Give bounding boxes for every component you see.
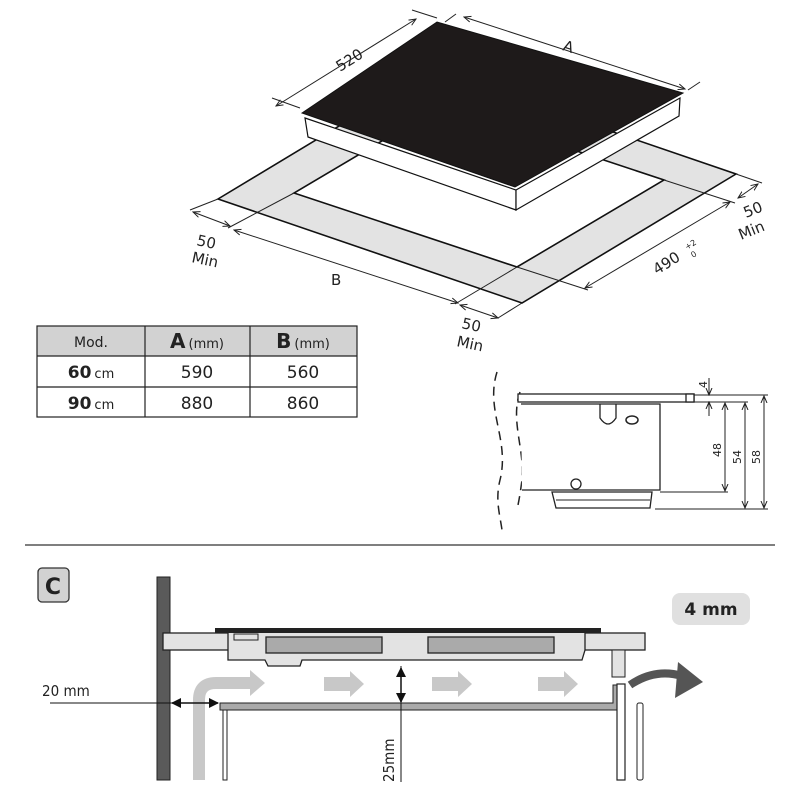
table-row-90-a: 880 xyxy=(181,394,213,414)
side-section-detail xyxy=(492,371,768,531)
dimension-lines xyxy=(189,9,763,318)
dim-body-label: 48 xyxy=(711,443,724,457)
dim-tolerance-plus: +2 xyxy=(683,238,698,252)
installation-section xyxy=(50,576,703,782)
clearance-right-value: 50 xyxy=(741,198,765,222)
dim-cutout-depth-label: 490 xyxy=(650,248,684,278)
clearance-left-label: Min xyxy=(190,248,220,271)
table-header-b: B(mm) xyxy=(276,329,330,353)
dim-tolerance-minus: 0 xyxy=(689,249,698,259)
dim-glass-label: 4 xyxy=(697,381,710,388)
air-gap-label: 25mm xyxy=(380,739,398,782)
dim-depth-label: 520 xyxy=(333,45,367,75)
clearance-front-label: Min xyxy=(455,332,485,355)
dim-width-label: A xyxy=(561,37,577,58)
gap-label: 4 mm xyxy=(684,600,737,620)
table-header-a: A(mm) xyxy=(170,329,224,353)
table-row-60-b: 560 xyxy=(287,363,319,383)
table-row-60-a: 590 xyxy=(181,363,213,383)
wall-gap-label: 20 mm xyxy=(42,682,90,700)
clearance-left-value: 50 xyxy=(195,231,217,253)
section-c-badge xyxy=(37,567,70,603)
clearance-front-value: 50 xyxy=(460,314,482,336)
section-c-badge-label: C xyxy=(45,575,61,600)
clearance-right-label: Min xyxy=(736,217,767,244)
dim-total-label: 58 xyxy=(750,450,763,464)
table-header-mod: Mod. xyxy=(74,335,108,351)
dim-mid-label: 54 xyxy=(731,450,744,464)
gap-badge xyxy=(672,593,750,625)
dim-cutout-width-label: B xyxy=(331,271,341,289)
table-row-90-b: 860 xyxy=(287,394,319,414)
